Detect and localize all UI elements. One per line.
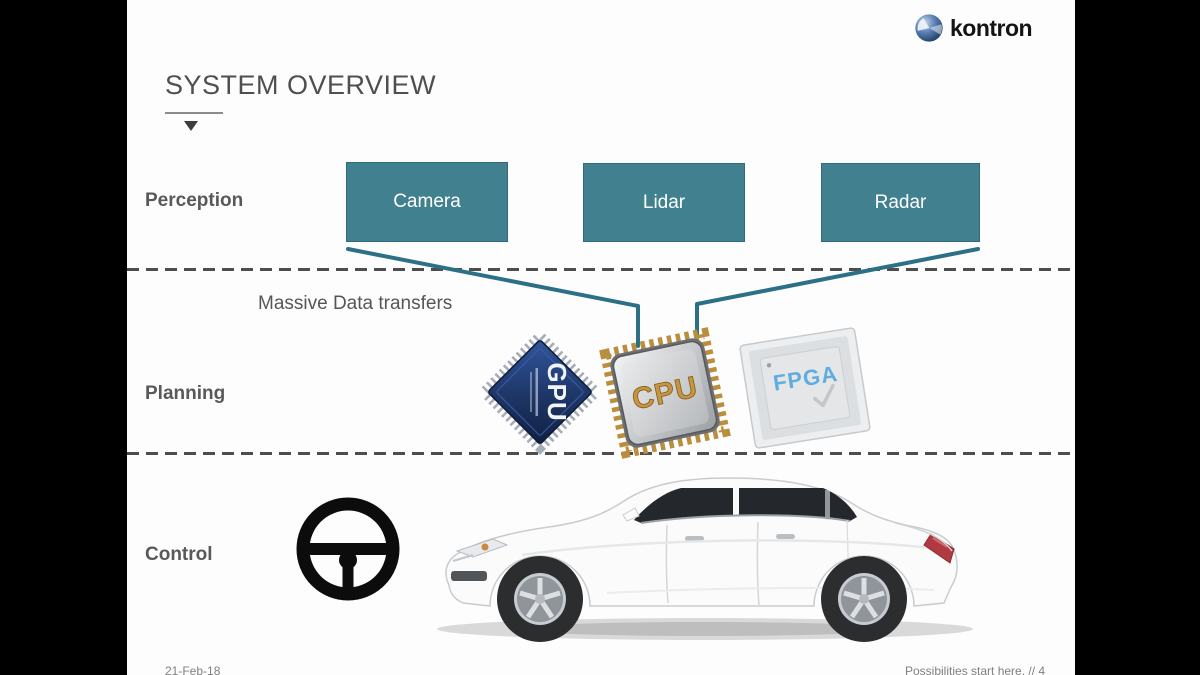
sensor-box-camera: Camera [346, 162, 508, 242]
slide: kontron SYSTEM OVERVIEW Perception Plann… [127, 0, 1075, 675]
page-title: SYSTEM OVERVIEW [165, 70, 437, 100]
gpu-chip-image: GPU [477, 329, 603, 455]
row-label-control: Control [145, 544, 213, 565]
fpga-chip-image: FPGA [739, 327, 871, 449]
cpu-chip-image: CPU [599, 327, 731, 459]
logo-wordmark: kontron [950, 14, 1033, 41]
front-wheel [497, 556, 583, 642]
kontron-globe-icon [915, 14, 943, 42]
row-label-planning: Planning [145, 383, 226, 404]
rear-wheel [821, 556, 907, 642]
footer-page-number: // 4 [1028, 664, 1046, 675]
footer-tagline-text: Possibilities start here. [905, 664, 1026, 675]
footer-tagline: Possibilities start here. // 4 [905, 664, 1045, 675]
steering-wheel-icon [296, 497, 400, 601]
row-label-perception: Perception [145, 190, 244, 211]
sensor-box-lidar: Lidar [583, 163, 745, 242]
sensor-label: Radar [874, 191, 927, 213]
separator-planning-control [127, 452, 1075, 455]
gpu-chip-label: GPU [542, 362, 572, 421]
separator-perception-planning [127, 268, 1075, 271]
footer-date: 21-Feb-18 [165, 664, 221, 675]
car-image [437, 477, 973, 642]
sensor-label: Camera [393, 191, 461, 212]
title-underline [165, 112, 223, 114]
sensor-label: Lidar [642, 191, 686, 213]
kontron-logo: kontron [913, 10, 1063, 46]
massive-data-note: Massive Data transfers [258, 293, 453, 314]
dropdown-triangle-icon [184, 121, 198, 131]
sensor-box-radar: Radar [821, 163, 980, 242]
